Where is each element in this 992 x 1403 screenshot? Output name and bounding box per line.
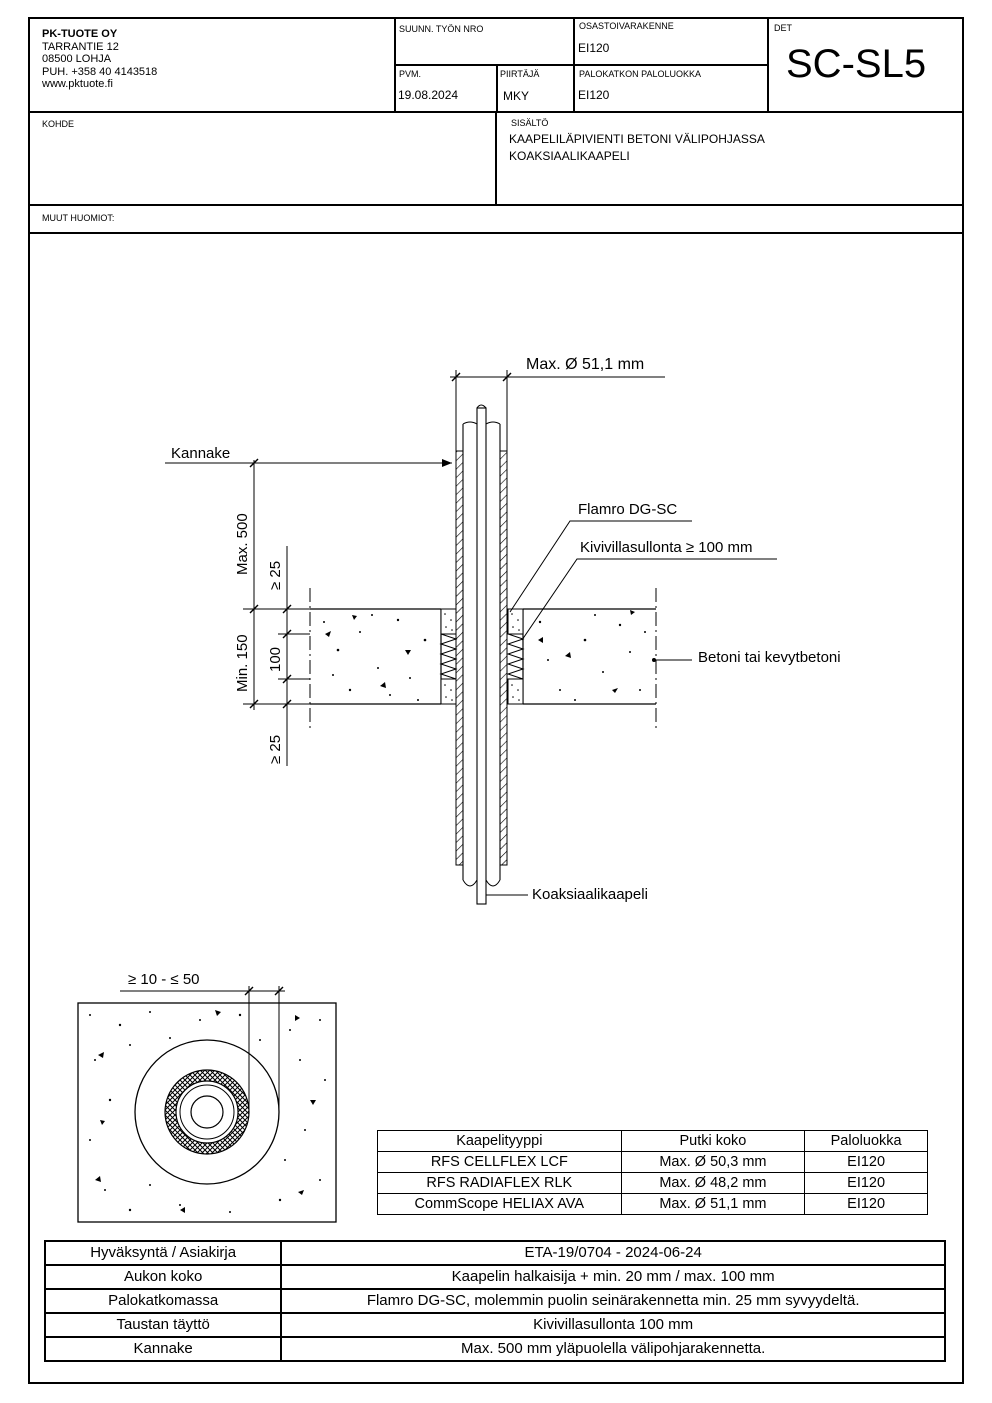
sisalto-label: SISÄLTÖ [511, 118, 549, 128]
pipe-size: Max. Ø 50,3 mm [620, 1151, 806, 1173]
info-key: Aukon koko [43, 1264, 283, 1290]
ge25-bottom-label: ≥ 25 [267, 735, 284, 764]
det-value: SC-SL5 [786, 42, 927, 86]
info-value: Kaapelin halkaisija + min. 20 mm / max. … [280, 1264, 946, 1290]
cable-type: RFS RADIAFLEX RLK [377, 1172, 622, 1194]
table-row: RFS CELLFLEX LCF Max. Ø 50,3 mm EI120 [377, 1151, 928, 1173]
info-value: Kivivillasullonta 100 mm [280, 1312, 946, 1338]
table-row: RFS RADIAFLEX RLK Max. Ø 48,2 mm EI120 [377, 1172, 928, 1194]
table-row: Taustan täyttö Kivivillasullonta 100 mm [43, 1312, 946, 1338]
flamro-label: Flamro DG-SC [578, 501, 677, 518]
cable-table: Kaapelityyppi Putki koko Paloluokka RFS … [377, 1130, 928, 1215]
pvm-label: PVM. [399, 69, 422, 79]
muut-bottom-line [28, 232, 964, 234]
sisalto-line2: KOAKSIAALIKAAPELI [509, 149, 630, 163]
table-row: Kannake Max. 500 mm yläpuolella välipohj… [43, 1336, 946, 1362]
piirtaja-value: MKY [503, 89, 530, 103]
osasto-value: EI120 [578, 41, 610, 55]
dim-max-diameter [450, 370, 665, 451]
pipe-size: Max. Ø 48,2 mm [620, 1172, 806, 1194]
kohde-divider [495, 112, 497, 205]
max500-label: Max. 500 [234, 513, 251, 575]
min150-label: Min. 150 [234, 634, 251, 692]
cable-table-header: Kaapelityyppi Putki koko Paloluokka [377, 1130, 928, 1152]
palokatko-value: EI120 [578, 88, 610, 102]
gap-dim-label: ≥ 10 - ≤ 50 [128, 971, 200, 988]
ge25-top-label: ≥ 25 [267, 561, 284, 590]
company-block: PK-TUOTE OY TARRANTIE 12 08500 LOHJA PUH… [42, 28, 157, 91]
header-kaapelityyppi: Kaapelityyppi [377, 1130, 622, 1152]
kannake-leader [165, 459, 452, 467]
info-key: Kannake [43, 1336, 283, 1362]
header-putki-koko: Putki koko [620, 1130, 806, 1152]
koaksiaali-label: Koaksiaalikaapeli [532, 886, 648, 903]
company-address: TARRANTIE 12 [42, 40, 119, 53]
cable-type: CommScope HELIAX AVA [377, 1193, 622, 1215]
pipe-size: Max. Ø 51,1 mm [620, 1193, 806, 1215]
kohde-label: KOHDE [42, 119, 75, 129]
right-leaders [486, 520, 777, 896]
fire-class: EI120 [804, 1172, 928, 1194]
table-row: CommScope HELIAX AVA Max. Ø 51,1 mm EI12… [377, 1193, 928, 1215]
header-v-piirtaja [496, 64, 498, 112]
info-key: Palokatkomassa [43, 1288, 283, 1314]
plan-view [77, 986, 337, 1223]
osasto-label: OSASTOIVARAKENNE [579, 21, 674, 31]
det-label: DET [774, 23, 792, 33]
info-value: ETA-19/0704 - 2024-06-24 [280, 1240, 946, 1266]
company-name: PK-TUOTE OY [42, 28, 118, 40]
fire-class: EI120 [804, 1151, 928, 1173]
kohde-bottom-line [28, 204, 964, 206]
muut-label: MUUT HUOMIOT: [42, 213, 115, 223]
info-key: Hyväksyntä / Asiakirja [43, 1240, 283, 1266]
company-phone: PUH. +358 40 4143518 [42, 65, 158, 78]
cable-type: RFS CELLFLEX LCF [377, 1151, 622, 1173]
dim100-label: 100 [267, 647, 284, 672]
header-paloluokka: Paloluokka [804, 1130, 928, 1152]
dim-vertical [243, 458, 310, 766]
company-postal: 08500 LOHJA [42, 53, 112, 65]
betoni-label: Betoni tai kevytbetoni [698, 649, 841, 666]
info-value: Max. 500 mm yläpuolella välipohjarakenne… [280, 1336, 946, 1362]
kivivilla-label: Kivivillasullonta ≥ 100 mm [580, 539, 752, 556]
info-table: Hyväksyntä / Asiakirja ETA-19/0704 - 202… [43, 1240, 946, 1362]
info-value: Flamro DG-SC, molemmin puolin seinäraken… [280, 1288, 946, 1314]
company-web: www.pktuote.fi [42, 78, 113, 90]
sisalto-line1: KAAPELILÄPIVIENTI BETONI VÄLIPOHJASSA [509, 132, 765, 146]
fire-class: EI120 [804, 1193, 928, 1215]
piirtaja-label: PIIRTÄJÄ [500, 69, 540, 79]
drawing-frame [28, 17, 964, 1384]
kannake-label: Kannake [171, 445, 230, 462]
max-diameter-label: Max. Ø 51,1 mm [526, 356, 644, 373]
pvm-value: 19.08.2024 [398, 88, 459, 102]
sealant-flamro [439, 608, 525, 705]
palokatko-label: PALOKATKON PALOLUOKKA [579, 69, 702, 79]
suunn-label: SUUNN. TYÖN NRO [399, 24, 484, 34]
table-row: Aukon koko Kaapelin halkaisija + min. 20… [43, 1264, 946, 1290]
header-h1 [394, 64, 768, 66]
coaxial-cable [455, 404, 508, 905]
table-row: Palokatkomassa Flamro DG-SC, molemmin pu… [43, 1288, 946, 1314]
table-row: Hyväksyntä / Asiakirja ETA-19/0704 - 202… [43, 1240, 946, 1266]
info-key: Taustan täyttö [43, 1312, 283, 1338]
